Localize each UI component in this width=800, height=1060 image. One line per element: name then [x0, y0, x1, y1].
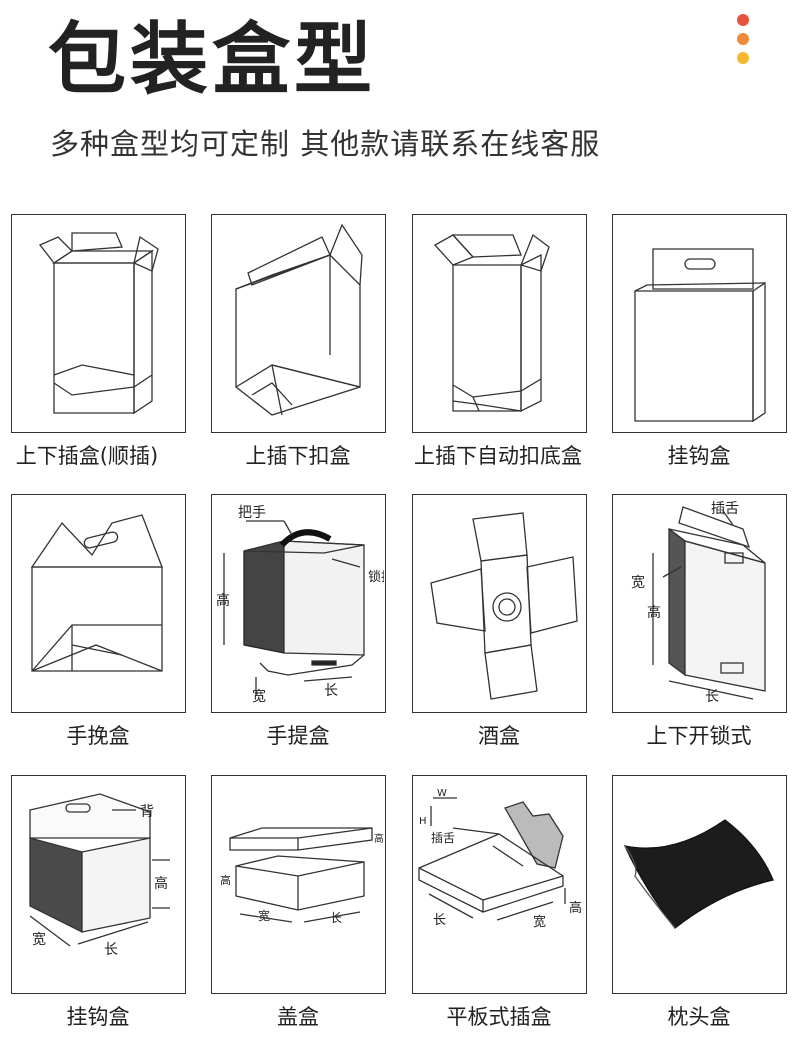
- annotation-length: 长: [433, 913, 446, 928]
- annotation-length: 长: [330, 911, 342, 925]
- annotation-width: 宽: [533, 914, 546, 930]
- dot-yellow: [737, 52, 749, 64]
- pillow-box-icon: [623, 819, 774, 929]
- box-label-3: 上插下自动扣底盒: [414, 444, 582, 468]
- annotation-length: 长: [705, 689, 719, 705]
- box-cell-9[interactable]: 背 高 宽 长: [11, 775, 186, 994]
- auto-lock-bottom-box-icon: [433, 233, 550, 413]
- annotation-h: H: [419, 816, 427, 827]
- annotation-handle: 把手: [238, 505, 266, 521]
- box-label-11: 平板式插盒: [446, 1005, 552, 1029]
- tuck-end-box-icon: [38, 232, 159, 415]
- hanger-box-shaded-icon: 背 高 宽 长: [29, 793, 170, 958]
- page-title: 包装盒型: [48, 15, 377, 105]
- dot-red: [737, 14, 749, 26]
- box-cell-8[interactable]: 插舌 宽 高 长: [612, 494, 787, 713]
- box-cell-2[interactable]: [211, 214, 386, 433]
- box-label-10: 盖盒: [277, 1005, 319, 1029]
- box-label-12: 枕头盒: [667, 1005, 731, 1029]
- annotation-height: 高: [216, 592, 230, 609]
- flat-tuck-box-icon: W H 插舌 长 宽 高: [418, 788, 582, 930]
- wine-box-dieline-icon: [430, 512, 578, 700]
- box-cell-6[interactable]: 把手 锁扣 高 宽 长: [211, 494, 386, 713]
- box-cell-12[interactable]: [612, 775, 787, 994]
- box-label-9: 挂钩盒: [66, 1005, 130, 1029]
- top-bottom-lock-box-icon: 插舌 宽 高 长: [631, 501, 766, 705]
- annotation-height: 高: [647, 604, 661, 621]
- annotation-lock: 锁扣: [368, 569, 384, 585]
- box-label-2: 上插下扣盒: [245, 444, 351, 468]
- box-cell-1[interactable]: [11, 214, 186, 433]
- box-label-4: 挂钩盒: [667, 444, 731, 468]
- box-cell-4[interactable]: [612, 214, 787, 433]
- annotation-height: 高: [220, 873, 231, 887]
- page-subtitle: 多种盒型均可定制 其他款请联系在线客服: [50, 127, 601, 161]
- box-label-7: 酒盒: [478, 724, 520, 748]
- annotation-height: 高: [154, 875, 168, 892]
- annotation-w: W: [437, 788, 447, 799]
- annotation-lid-height: 高: [374, 832, 384, 845]
- box-cell-10[interactable]: 高 高 宽 长: [211, 775, 386, 994]
- lid-box-icon: 高 高 宽 长: [220, 827, 384, 925]
- annotation-length: 长: [324, 683, 338, 699]
- hanger-box-icon: [634, 248, 766, 423]
- box-label-1: 上下插盒(顺插): [15, 444, 159, 468]
- annotation-height: 高: [569, 900, 582, 916]
- snap-lock-bottom-box-icon: [235, 223, 363, 416]
- annotation-back: 背: [140, 804, 154, 820]
- annotation-length: 长: [104, 942, 118, 958]
- dot-orange: [737, 33, 749, 45]
- box-label-5: 手挽盒: [66, 724, 130, 748]
- carry-box-icon: 把手 锁扣 高 宽 长: [216, 505, 384, 705]
- annotation-width: 宽: [32, 931, 46, 948]
- annotation-width: 宽: [252, 688, 266, 705]
- box-label-8: 上下开锁式: [646, 724, 752, 748]
- box-cell-5[interactable]: [11, 494, 186, 713]
- annotation-width: 宽: [631, 574, 645, 591]
- box-cell-11[interactable]: W H 插舌 长 宽 高: [412, 775, 587, 994]
- handle-window-box-icon: [30, 514, 163, 672]
- box-cell-3[interactable]: [412, 214, 587, 433]
- decor-dots: [737, 14, 751, 71]
- box-cell-7[interactable]: [412, 494, 587, 713]
- box-label-6: 手提盒: [266, 724, 330, 748]
- annotation-width: 宽: [258, 908, 270, 923]
- annotation-tongue: 插舌: [431, 831, 455, 845]
- annotation-tongue: 插舌: [711, 501, 739, 517]
